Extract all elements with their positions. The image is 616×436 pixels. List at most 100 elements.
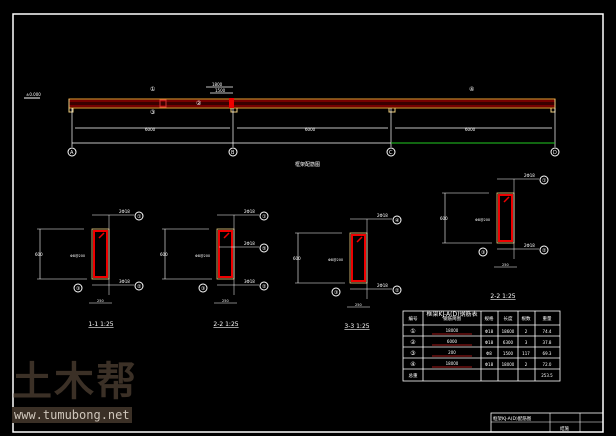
section-title: 1-1 1:25 [88,321,113,328]
svg-text:250: 250 [355,303,362,307]
svg-text:Φ8@200: Φ8@200 [328,258,343,262]
svg-text:±0.000: ±0.000 [26,92,41,97]
svg-text:3: 3 [525,340,528,345]
section-3: 600 2Φ18 ④ 2Φ18 ② Φ8@200 ③ 250 3-3 1:25 [293,213,402,330]
svg-text:④: ④ [395,218,400,224]
svg-text:2Φ18: 2Φ18 [377,283,388,288]
svg-text:①: ① [137,214,142,220]
svg-text:600: 600 [160,252,168,257]
svg-text:Φ8@200: Φ8@200 [195,254,210,258]
svg-text:③: ③ [76,286,80,292]
svg-text:2Φ18: 2Φ18 [244,209,255,214]
svg-text:框架KJ-A(D)配筋图: 框架KJ-A(D)配筋图 [493,415,532,422]
svg-text:117: 117 [522,351,530,356]
svg-text:④: ④ [469,86,474,93]
svg-text:3Φ18: 3Φ18 [244,279,255,284]
title-block: 框架KJ-A(D)配筋图 结施 [490,412,604,433]
watermark-logo: 土木帮 [12,359,138,405]
svg-text:Φ18: Φ18 [485,340,494,345]
svg-text:①: ① [262,214,267,220]
svg-text:6000: 6000 [465,127,476,132]
axis-bubbles [67,147,560,157]
svg-text:18000: 18000 [502,362,515,367]
svg-text:编号: 编号 [409,315,418,322]
axis-a: A [70,150,74,156]
section-4: 600 2Φ18 ① 2Φ18 ② Φ8@200 ③ 250 2-2 1:25 [440,173,549,300]
svg-text:框架KJ-A(D)钢筋表: 框架KJ-A(D)钢筋表 [427,310,478,318]
svg-text:2Φ18: 2Φ18 [377,213,388,218]
section-title: 2-2 1:25 [490,293,515,300]
svg-text:1500: 1500 [503,351,514,356]
sections: 600 2Φ18 ① 3Φ18 ② Φ8@200 ③ 250 1-1 1:25 600 2Φ18 ① 3… [35,173,549,330]
svg-text:253.5: 253.5 [541,373,553,378]
svg-text:重量: 重量 [543,315,552,322]
svg-text:2Φ18: 2Φ18 [119,209,130,214]
svg-text:74.4: 74.4 [543,329,552,334]
section-1: 600 2Φ18 ① 3Φ18 ② Φ8@200 ③ 250 1-1 1:25 [35,209,144,328]
svg-text:Φ18: Φ18 [485,362,494,367]
drawing-frame [12,13,604,433]
svg-text:6300: 6300 [503,340,514,345]
svg-text:长度: 长度 [504,315,513,322]
svg-text:18000: 18000 [446,361,459,366]
svg-text:6000: 6000 [145,127,156,132]
svg-text:250: 250 [97,299,104,303]
svg-text:②: ② [137,284,142,290]
svg-text:⑤: ⑤ [262,246,266,252]
svg-text:37.8: 37.8 [543,340,552,345]
svg-text:Φ8@200: Φ8@200 [70,254,85,258]
svg-text:250: 250 [502,263,509,267]
svg-text:2Φ18: 2Φ18 [524,173,535,178]
svg-text:根数: 根数 [522,315,531,322]
svg-text:钢筋简图: 钢筋简图 [443,315,461,322]
svg-text:Φ8@200: Φ8@200 [475,218,490,222]
table-row: ② 6000 Φ18 6300 3 37.8 [410,339,552,346]
section-title: 3-3 1:25 [344,323,369,330]
watermark-url: www.tumubong.net [12,407,132,423]
svg-text:2: 2 [525,362,528,367]
svg-text:结施: 结施 [560,425,569,432]
svg-text:③: ③ [481,250,485,256]
svg-text:1500: 1500 [215,88,226,93]
svg-text:Φ8: Φ8 [486,351,492,356]
watermark: 土木帮 www.tumubong.net [12,360,138,423]
svg-text:72.0: 72.0 [543,362,552,367]
svg-text:600: 600 [293,256,301,261]
svg-text:②: ② [410,339,416,346]
svg-text:18600: 18600 [502,329,515,334]
elevation-title: 框架配筋图 [295,161,320,168]
svg-text:②: ② [395,288,400,294]
svg-text:③: ③ [410,350,415,357]
svg-text:③: ③ [334,290,338,296]
svg-text:规格: 规格 [485,315,494,322]
level-mark: ±0.000 [24,92,41,99]
svg-text:6000: 6000 [447,339,458,344]
svg-text:6000: 6000 [305,127,316,132]
svg-text:600: 600 [440,216,448,221]
svg-text:18000: 18000 [446,328,459,333]
svg-text:2: 2 [525,329,528,334]
section-title: 2-2 1:25 [213,321,238,328]
axis-c: C [389,150,393,156]
svg-text:②: ② [542,248,547,254]
axis-d: D [553,150,557,156]
svg-text:250: 250 [222,299,229,303]
axis-b: B [231,150,235,156]
svg-text:Φ18: Φ18 [485,329,494,334]
svg-text:200: 200 [448,350,456,355]
svg-text:①: ① [150,86,155,93]
svg-text:3Φ18: 3Φ18 [119,279,130,284]
svg-text:②: ② [196,100,202,107]
svg-text:总重: 总重 [409,372,418,379]
svg-text:④: ④ [410,361,415,368]
svg-text:①: ① [542,178,547,184]
svg-text:③: ③ [201,286,205,292]
svg-text:600: 600 [35,252,43,257]
svg-text:2Φ18: 2Φ18 [524,243,535,248]
svg-text:③: ③ [150,109,155,116]
